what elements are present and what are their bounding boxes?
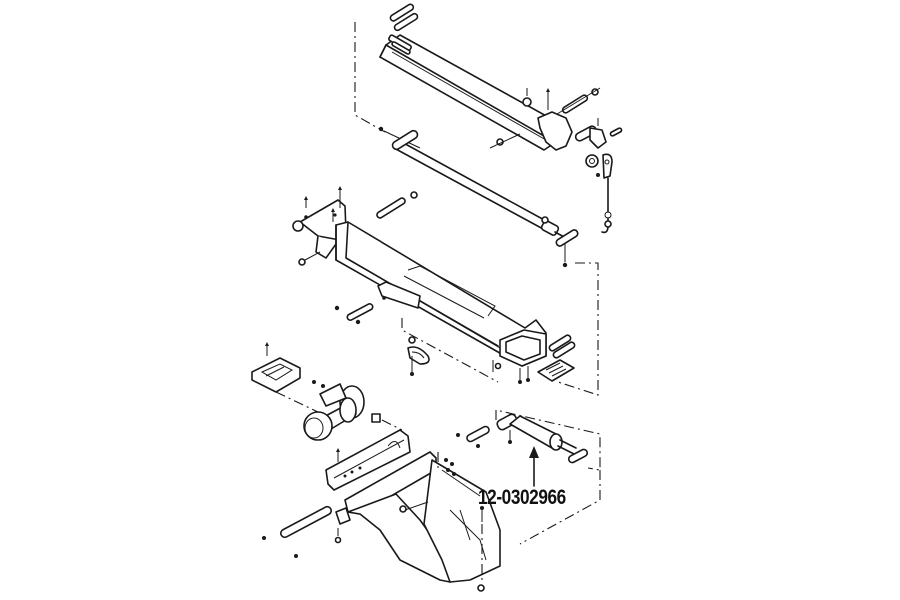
hook-assembly [574,118,623,234]
winch-mount-bracket [325,429,411,491]
cylinder-pivot-pin [456,425,490,448]
lower-wear-pads [537,334,576,382]
base-pivot-pin [262,505,342,558]
clevis-shackle [407,336,430,376]
assembly-guide-line-mid2 [401,318,499,383]
winch-assembly [251,342,403,441]
assembly-guide-line-top [354,22,386,133]
part-number-callout: 12-0302966 [478,486,566,509]
assembly-guide-line-base [519,470,601,545]
upper-boom-section [378,3,601,151]
upper-wear-pads [389,3,419,32]
base-mount [335,451,501,592]
t-handle-pin-rod [391,129,579,268]
cylinder-guide-box [495,409,601,471]
hydraulic-cylinder [496,413,589,487]
main-boom-section [292,186,547,384]
assembly-guide-line-mid [557,262,599,396]
